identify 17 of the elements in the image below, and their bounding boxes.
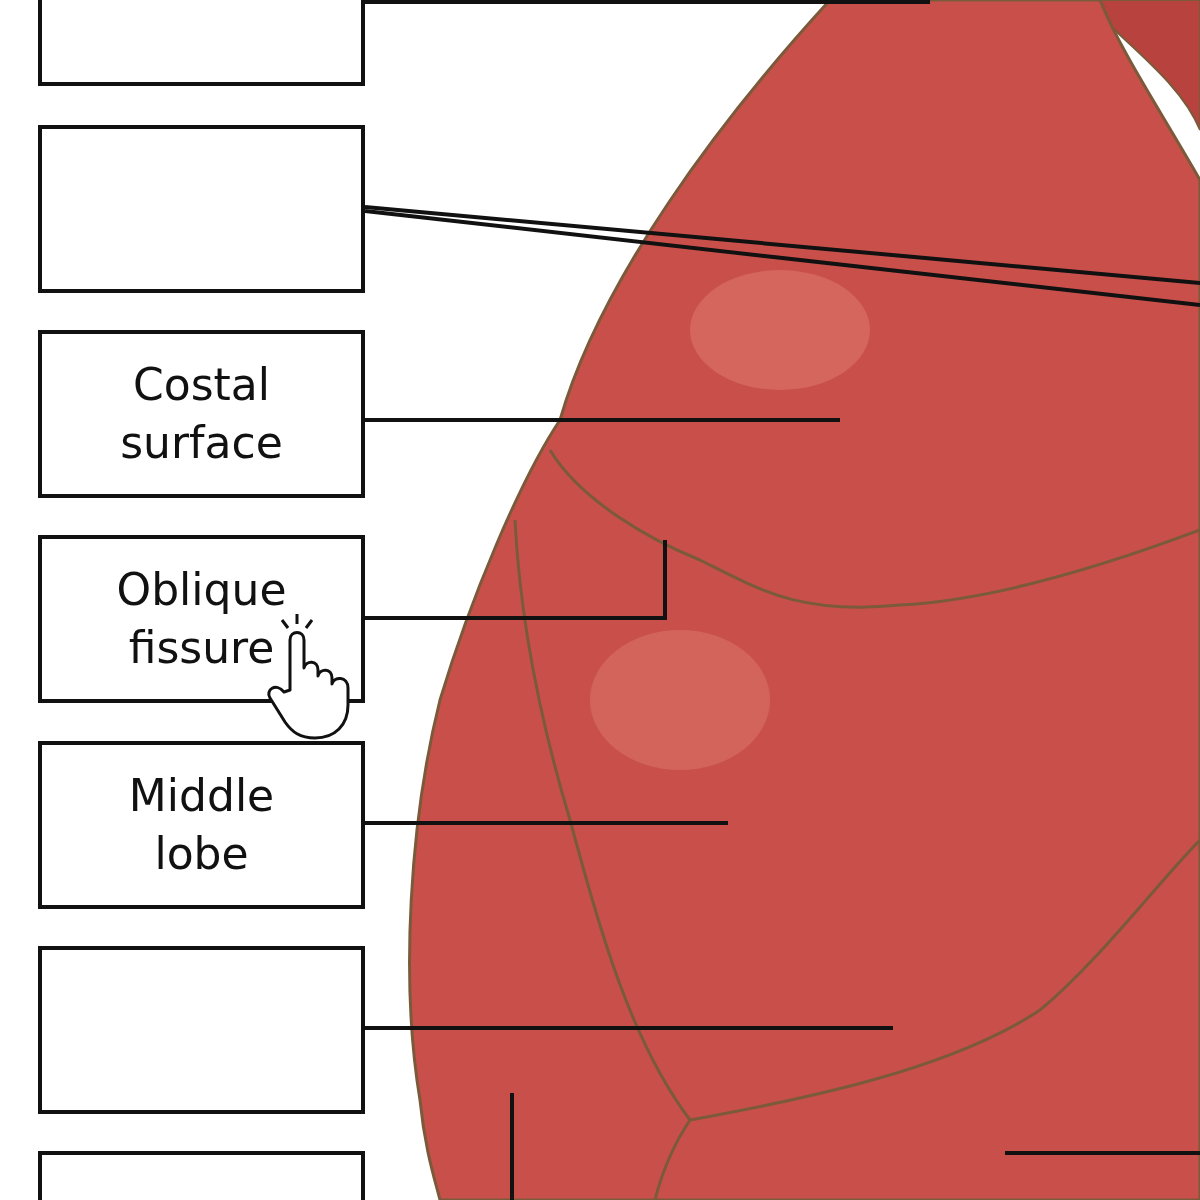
label-box	[38, 330, 365, 498]
part-label: Middle lobe	[127, 769, 276, 881]
leader-line	[365, 540, 667, 620]
label-box	[38, 125, 365, 293]
label-box	[38, 946, 365, 1114]
part-label: Costal surface	[119, 358, 284, 470]
part-label: Oblique fissure	[115, 563, 288, 675]
leader-line	[364, 205, 1200, 285]
label-box	[38, 741, 365, 909]
leader-line	[365, 0, 930, 4]
label-box	[38, 1151, 365, 1200]
leader-line	[364, 209, 1200, 307]
leader-line	[365, 821, 728, 825]
label-box	[38, 535, 365, 703]
leader-line	[365, 418, 840, 422]
label-box	[38, 0, 365, 86]
leader-line	[365, 1026, 893, 1030]
